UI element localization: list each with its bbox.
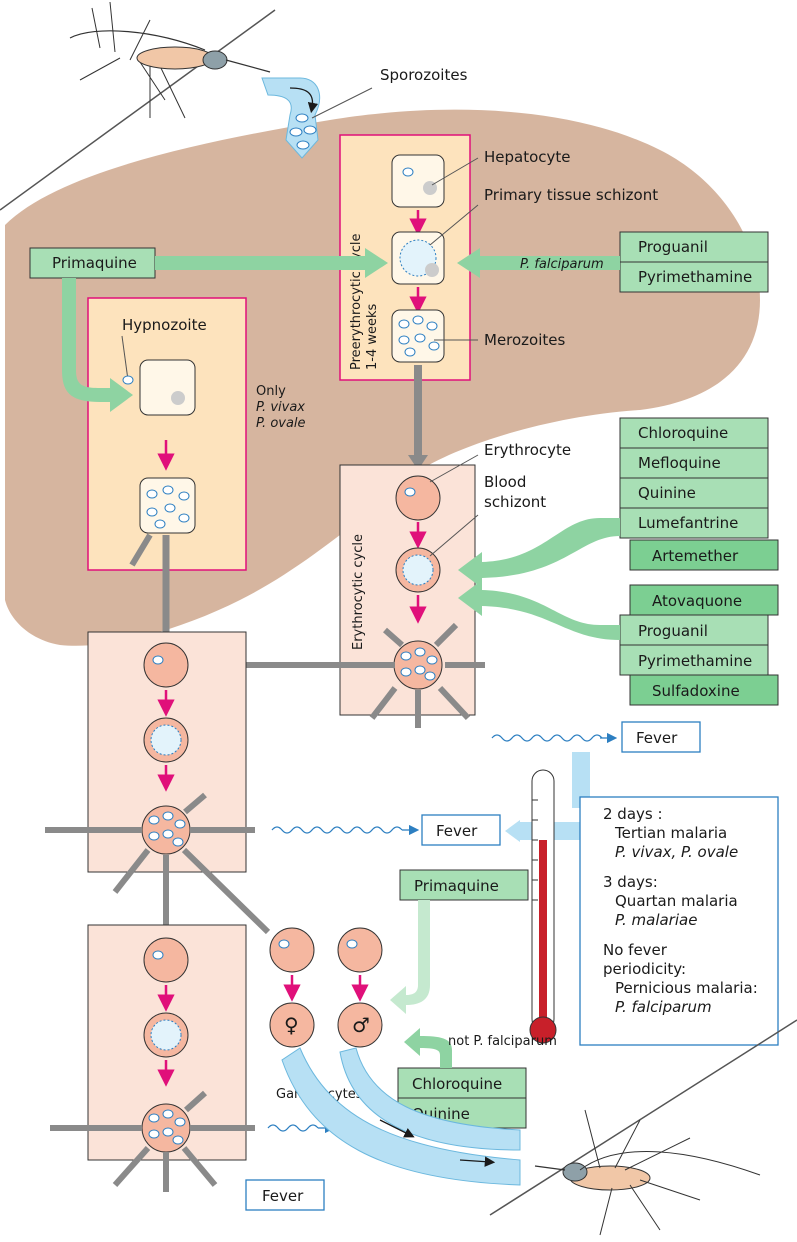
quartan-species: P. malariae bbox=[615, 911, 697, 929]
hypnozoite-label: Hypnozoite bbox=[122, 316, 207, 334]
fever-mid-label: Fever bbox=[436, 822, 478, 840]
mosquito-top bbox=[69, 1, 271, 119]
pernicious-name: Pernicious malaria: bbox=[615, 979, 758, 997]
fever-periodicity-box bbox=[579, 796, 779, 1046]
proguanil-blood-label: Proguanil bbox=[638, 622, 708, 640]
mefloquine-drug bbox=[619, 447, 769, 479]
erythrocytic-label: Erythrocytic cycle bbox=[351, 534, 366, 650]
female-gametocyte bbox=[269, 1002, 315, 1048]
proguanil-blood-drug bbox=[619, 614, 769, 646]
chloroquine-gamete-drug bbox=[397, 1067, 527, 1099]
no-periodicity-line2: periodicity: bbox=[603, 960, 686, 978]
pernicious-species: P. falciparum bbox=[615, 998, 712, 1016]
primaquine-liver-drug bbox=[29, 247, 156, 279]
proguanil-liver-label: Proguanil bbox=[638, 238, 708, 256]
sporozoite-arrow bbox=[261, 77, 320, 159]
fever-bottom-box bbox=[245, 1179, 325, 1211]
thermometer-icon bbox=[529, 769, 557, 1044]
not-p-falciparum-label: not P. falciparum bbox=[448, 1034, 557, 1049]
fever-top-label: Fever bbox=[636, 729, 678, 747]
atovaquone-drug bbox=[629, 584, 779, 616]
hypnozoite-cell bbox=[139, 359, 196, 416]
mosquito-bottom bbox=[534, 1109, 761, 1236]
lumefantrine-label: Lumefantrine bbox=[638, 514, 738, 532]
chloroquine-gamete-label: Chloroquine bbox=[412, 1075, 502, 1093]
female-symbol: ♀ bbox=[284, 1013, 299, 1037]
pyrimethamine-blood-label: Pyrimethamine bbox=[638, 652, 752, 670]
hepatocyte-cell bbox=[391, 154, 445, 208]
skin-line-top bbox=[0, 9, 276, 211]
preerythrocytic-duration: 1-4 weeks bbox=[365, 303, 380, 370]
hepatocyte-label: Hepatocyte bbox=[484, 148, 571, 166]
preerythrocytic-label: Preerythrocytic cycle bbox=[349, 234, 364, 370]
fever-top-box bbox=[621, 721, 701, 753]
primaquine-liver-label: Primaquine bbox=[52, 254, 137, 272]
sulfadoxine-drug bbox=[629, 674, 779, 706]
proguanil-liver-drug bbox=[619, 231, 769, 263]
schizont-label: schizont bbox=[484, 493, 546, 511]
quinine-blood-label: Quinine bbox=[638, 484, 696, 502]
quartan-days: 3 days: bbox=[603, 873, 658, 891]
only-label: Only bbox=[256, 384, 286, 399]
primaquine-gamete-drug bbox=[399, 869, 529, 901]
tertian-name: Tertian malaria bbox=[614, 824, 727, 842]
merozoites-label: Merozoites bbox=[484, 331, 566, 349]
lumefantrine-drug bbox=[619, 507, 769, 539]
chloroquine-blood-drug bbox=[619, 417, 769, 449]
male-symbol: ♂ bbox=[352, 1013, 370, 1037]
tertian-days: 2 days : bbox=[603, 805, 663, 823]
pyrimethamine-blood-drug bbox=[619, 644, 769, 676]
p-falciparum-arrow-label: P. falciparum bbox=[520, 257, 604, 272]
p-ovale-label: P. ovale bbox=[256, 416, 306, 431]
chloroquine-blood-label: Chloroquine bbox=[638, 424, 728, 442]
fever-bottom-label: Fever bbox=[262, 1187, 304, 1205]
no-periodicity-line1: No fever bbox=[603, 941, 668, 959]
artemether-drug bbox=[629, 539, 779, 571]
fever-mid-box bbox=[421, 814, 501, 846]
erythrocyte-cell bbox=[395, 475, 441, 521]
male-gametocyte bbox=[337, 1002, 383, 1048]
artemether-label: Artemether bbox=[652, 547, 739, 565]
sporozoites-label: Sporozoites bbox=[380, 66, 468, 84]
quartan-name: Quartan malaria bbox=[615, 892, 738, 910]
primaquine-gamete-label: Primaquine bbox=[414, 877, 499, 895]
tertian-species: P. vivax, P. ovale bbox=[615, 843, 738, 861]
p-vivax-label: P. vivax bbox=[256, 400, 305, 415]
quinine-blood-drug bbox=[619, 477, 769, 509]
atovaquone-label: Atovaquone bbox=[652, 592, 742, 610]
skin-line-bottom bbox=[489, 1019, 797, 1216]
mefloquine-label: Mefloquine bbox=[638, 454, 721, 472]
primary-schizont-label: Primary tissue schizont bbox=[484, 186, 658, 204]
erythrocyte-label: Erythrocyte bbox=[484, 441, 571, 459]
sulfadoxine-label: Sulfadoxine bbox=[652, 682, 740, 700]
blood-label: Blood bbox=[484, 473, 526, 491]
pyrimethamine-liver-drug bbox=[619, 261, 769, 293]
pyrimethamine-liver-label: Pyrimethamine bbox=[638, 268, 752, 286]
